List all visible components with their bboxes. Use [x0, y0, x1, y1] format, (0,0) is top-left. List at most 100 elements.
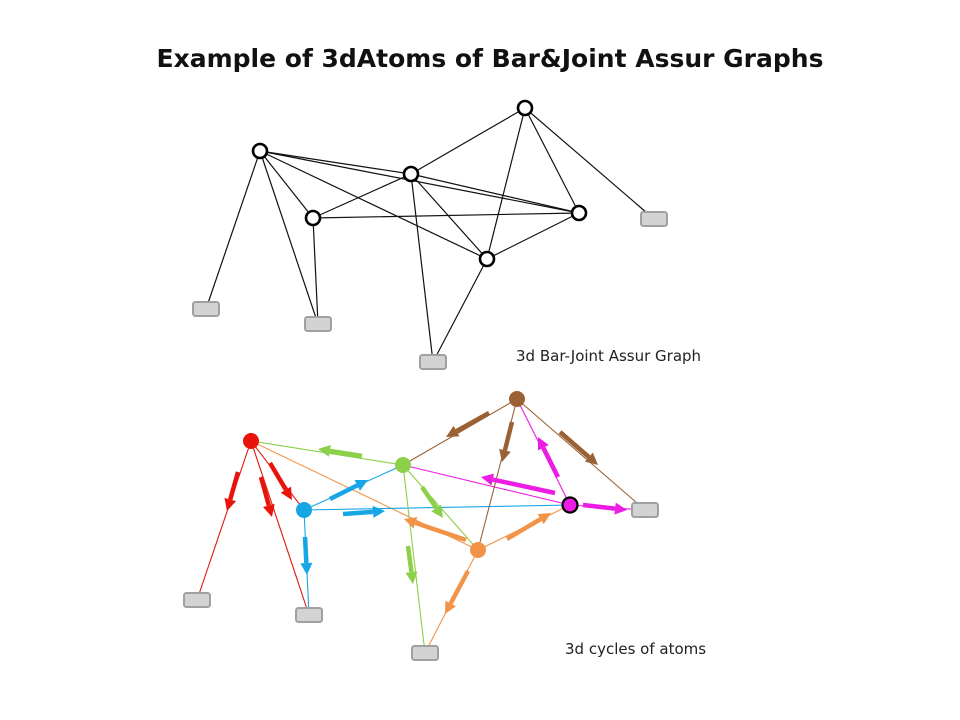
- arrow-shaft: [342, 509, 374, 517]
- arrow-head: [499, 448, 511, 462]
- bar-edge: [410, 107, 526, 175]
- arrow-head: [372, 505, 385, 518]
- arrow-head: [224, 497, 237, 511]
- bar-joint-graph: [192, 99, 668, 370]
- bar-edge: [410, 173, 488, 260]
- joint-node: [478, 250, 496, 268]
- arrow-head: [280, 486, 292, 500]
- arrow-shaft: [420, 485, 439, 510]
- cycle-edge: [516, 398, 646, 511]
- bar-edge: [410, 173, 580, 214]
- arrow-shaft: [258, 476, 271, 507]
- ground-support: [295, 607, 323, 623]
- bar-edge: [524, 107, 580, 214]
- direction-arrow: [558, 430, 598, 465]
- joint-node: [570, 204, 588, 222]
- direction-arrow: [318, 444, 363, 459]
- arrow-shaft: [582, 502, 616, 511]
- bar-edge: [312, 217, 319, 325]
- joint-node: [516, 99, 534, 117]
- ground-support: [411, 645, 439, 661]
- arrow-shaft: [558, 430, 591, 459]
- arrow-head: [585, 452, 598, 465]
- cycle-edge: [196, 440, 252, 601]
- direction-arrow: [445, 569, 470, 614]
- direction-arrow: [420, 485, 443, 518]
- arrow-shaft: [448, 569, 470, 605]
- arrow-shaft: [414, 520, 467, 543]
- joint-node: [304, 209, 322, 227]
- atom-node: [395, 457, 411, 473]
- ground-support: [631, 502, 659, 518]
- arrow-shaft: [302, 536, 309, 564]
- atom-cycles-caption: 3d cycles of atoms: [565, 640, 707, 658]
- arrow-head: [431, 504, 443, 518]
- atom-node: [509, 391, 525, 407]
- direction-arrow: [481, 473, 556, 496]
- arrow-head: [404, 517, 418, 529]
- arrow-head: [263, 503, 275, 517]
- bar-edge: [486, 212, 580, 260]
- direction-arrow: [404, 517, 467, 543]
- bar-joint-graph-caption: 3d Bar-Joint Assur Graph: [516, 347, 702, 365]
- arrow-head: [405, 571, 418, 584]
- arrow-shaft: [502, 421, 515, 451]
- arrow-head: [318, 444, 331, 457]
- bar-edge: [259, 150, 319, 325]
- arrow-head: [538, 437, 549, 451]
- atom-node: [243, 433, 259, 449]
- bar-edge: [410, 173, 434, 363]
- atom-node: [296, 502, 312, 518]
- slide-title: Example of 3dAtoms of Bar&Joint Assur Gr…: [156, 44, 824, 73]
- ground-support: [419, 354, 447, 370]
- atom-node: [470, 542, 486, 558]
- bar-edge: [432, 258, 488, 363]
- arrow-shaft: [268, 461, 288, 491]
- direction-arrow: [499, 421, 515, 462]
- arrow-head: [354, 480, 368, 491]
- bar-edge: [259, 150, 580, 214]
- cycle-edge: [402, 464, 426, 654]
- arrow-shaft: [455, 411, 491, 434]
- bar-edge: [259, 150, 412, 175]
- bar-edge: [259, 150, 314, 219]
- ground-support: [192, 301, 220, 317]
- direction-arrow: [224, 471, 241, 511]
- arrow-shaft: [505, 517, 542, 541]
- arrow-head: [300, 562, 313, 575]
- bar-edge: [312, 212, 580, 219]
- bar-edge: [312, 173, 412, 219]
- cycle-edge: [477, 398, 518, 551]
- arrow-head: [445, 600, 456, 614]
- arrow-head: [614, 502, 627, 515]
- arrow-shaft: [405, 545, 414, 573]
- cycle-edge: [402, 398, 518, 466]
- bar-edge: [524, 107, 655, 220]
- direction-arrow: [505, 513, 551, 541]
- atom-node: [561, 496, 579, 514]
- ground-support: [183, 592, 211, 608]
- arrow-shaft: [328, 483, 359, 502]
- arrow-shaft: [228, 471, 241, 501]
- arrow-shaft: [492, 477, 556, 496]
- ground-support: [640, 211, 668, 227]
- bar-edge: [486, 107, 526, 260]
- arrow-head: [481, 473, 494, 486]
- atom-cycles-graph: [183, 391, 659, 661]
- direction-arrow: [582, 502, 627, 515]
- direction-arrow: [258, 476, 275, 517]
- direction-arrow: [328, 480, 368, 502]
- joint-node: [251, 142, 269, 160]
- ground-support: [304, 316, 332, 332]
- direction-arrow: [446, 411, 491, 437]
- bar-edge: [205, 150, 261, 310]
- direction-arrow: [405, 545, 418, 584]
- direction-arrow: [538, 437, 561, 479]
- direction-arrow: [268, 461, 292, 500]
- arrow-shaft: [329, 448, 363, 459]
- arrow-shaft: [541, 446, 561, 479]
- bar-edge: [259, 150, 488, 260]
- arrow-head: [537, 513, 551, 525]
- direction-arrow: [342, 505, 385, 518]
